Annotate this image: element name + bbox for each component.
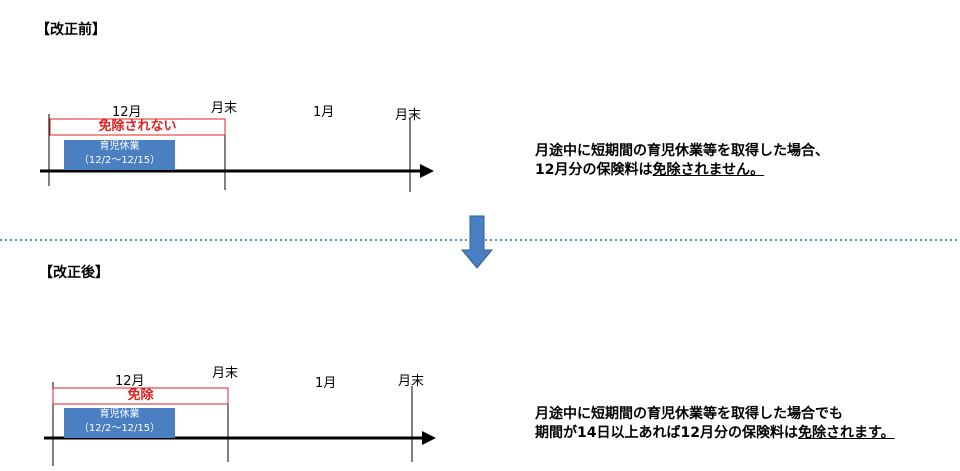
after-desc-emphasis: 免除されます。 — [797, 425, 895, 441]
after-desc-line1: 月途中に短期間の育児休業等を取得した場合でも — [535, 406, 843, 422]
after-desc-line2-text: 期間が14日以上あれば12月分の保険料は — [535, 425, 798, 441]
after-monthend-label-1: 月末 — [212, 366, 239, 381]
before-monthend-label-1: 月末 — [211, 101, 238, 116]
before-leave-title: 育児休業 — [99, 141, 140, 152]
before-status-label: 免除されない — [98, 119, 177, 134]
after-description: 月途中に短期間の育児休業等を取得した場合でも 期間が14日以上あれば12月分の保… — [535, 405, 895, 443]
before-description: 月途中に短期間の育児休業等を取得した場合、 12月分の保険料は免除されません。 — [535, 142, 829, 180]
after-month-label-2: 1月 — [315, 376, 337, 391]
after-desc-line2: 期間が14日以上あれば12月分の保険料は免除されます。 — [535, 424, 895, 443]
after-leave-range: （12/2～12/15） — [78, 423, 161, 434]
after-timeline-arrowhead — [422, 431, 436, 445]
before-status-box — [49, 118, 226, 136]
down-arrow-icon — [460, 215, 494, 269]
before-month-label-1: 12月 — [112, 105, 142, 120]
before-heading: 【改正前】 — [36, 22, 106, 38]
before-monthend-label-2: 月末 — [395, 108, 422, 123]
before-desc-line1: 月途中に短期間の育児休業等を取得した場合、 — [535, 143, 829, 159]
after-heading: 【改正後】 — [39, 265, 109, 281]
before-timeline-arrowhead — [420, 164, 434, 178]
after-leave-box: 育児休業 （12/2～12/15） — [64, 408, 175, 438]
before-leave-box: 育児休業 （12/2～12/15） — [64, 140, 175, 170]
before-desc-line2: 12月分の保険料は免除されません。 — [535, 161, 829, 180]
before-desc-emphasis: 免除されません。 — [652, 162, 765, 178]
after-status-box — [52, 387, 229, 405]
after-month-label-1: 12月 — [115, 374, 145, 389]
after-leave-title: 育児休業 — [99, 409, 140, 420]
before-leave-range: （12/2～12/15） — [78, 155, 161, 166]
before-month-label-2: 1月 — [313, 105, 335, 120]
after-status-label: 免除 — [127, 388, 154, 403]
after-monthend-label-2: 月末 — [398, 374, 425, 389]
before-desc-line2-text: 12月分の保険料は — [535, 162, 653, 178]
